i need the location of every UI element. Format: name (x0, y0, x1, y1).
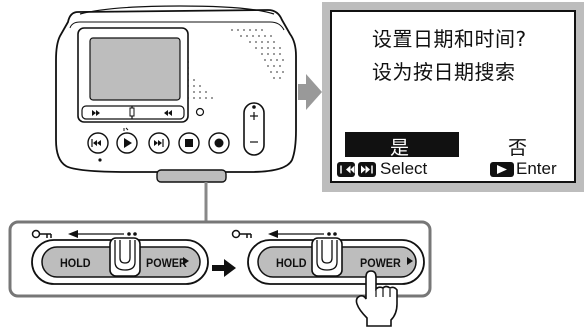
hold-label: HOLD (60, 256, 91, 270)
yes-option: 是 (390, 137, 410, 159)
prev-track-icon (337, 162, 355, 177)
power-label: POWER (146, 256, 187, 270)
prompt-line-2: 设为按日期搜索 (372, 60, 516, 84)
play-icon (490, 162, 514, 177)
next-track-icon (358, 162, 376, 177)
no-option: 否 (508, 137, 528, 159)
device-display (77, 27, 205, 123)
volume-rocker (243, 102, 265, 156)
switch-after (231, 229, 425, 285)
hand-pointer-icon (355, 270, 398, 327)
switch-location-marker (156, 169, 227, 222)
right-arrow-icon (298, 74, 322, 110)
power-label: POWER (360, 256, 401, 270)
enter-hint: Enter (516, 159, 557, 178)
prompt-line-1: 设置日期和时间? (372, 27, 527, 51)
select-hint: Select (380, 159, 428, 178)
hold-label: HOLD (276, 256, 307, 270)
control-buttons (87, 127, 230, 162)
right-arrow-icon (212, 259, 236, 277)
yes-option-highlight (345, 132, 459, 157)
switch-before (31, 229, 209, 285)
